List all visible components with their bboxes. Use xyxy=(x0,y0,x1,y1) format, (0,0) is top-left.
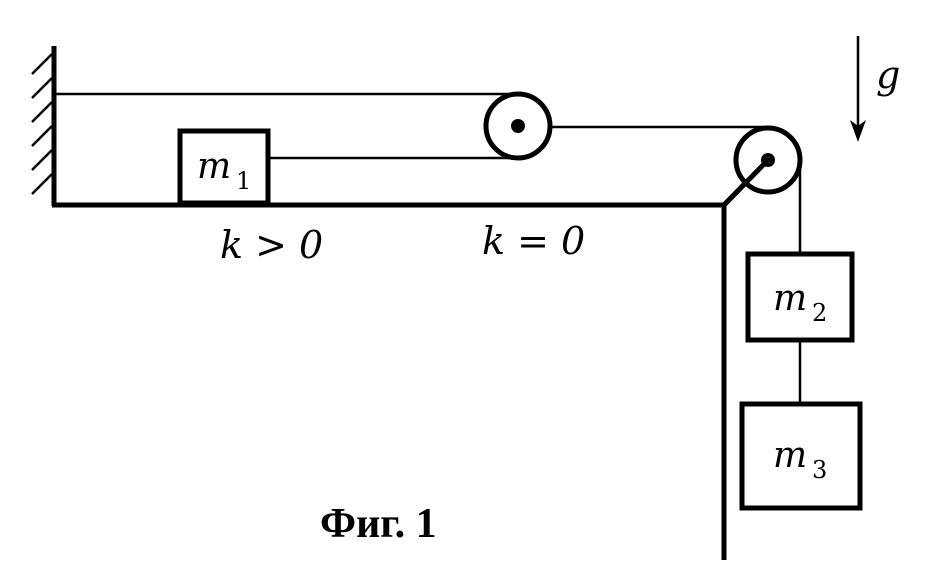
friction-label-left: k > 0 xyxy=(220,223,323,267)
strings xyxy=(55,92,802,404)
gravity-arrow: g xyxy=(850,36,900,142)
pulley-1 xyxy=(483,91,553,161)
pulley-2 xyxy=(722,125,803,207)
block-m2-index: 2 xyxy=(812,299,827,327)
block-m2-symbol: m xyxy=(773,278,807,319)
block-m3-index: 3 xyxy=(812,456,827,484)
wall-hatching xyxy=(31,53,53,195)
pulley-1-axle xyxy=(511,119,525,133)
block-m1-symbol: m xyxy=(197,146,231,187)
block-m1-index: 1 xyxy=(236,167,251,195)
pulley-2-axle xyxy=(761,153,775,167)
figure-caption: Фиг. 1 xyxy=(320,501,437,547)
wall xyxy=(31,46,57,206)
gravity-label: g xyxy=(876,53,900,97)
friction-label-right: k = 0 xyxy=(482,219,585,263)
block-m3-symbol: m xyxy=(773,435,807,476)
block-m3: m 3 xyxy=(739,401,863,511)
block-m1: m 1 xyxy=(177,128,271,206)
block-m2: m 2 xyxy=(745,251,855,343)
